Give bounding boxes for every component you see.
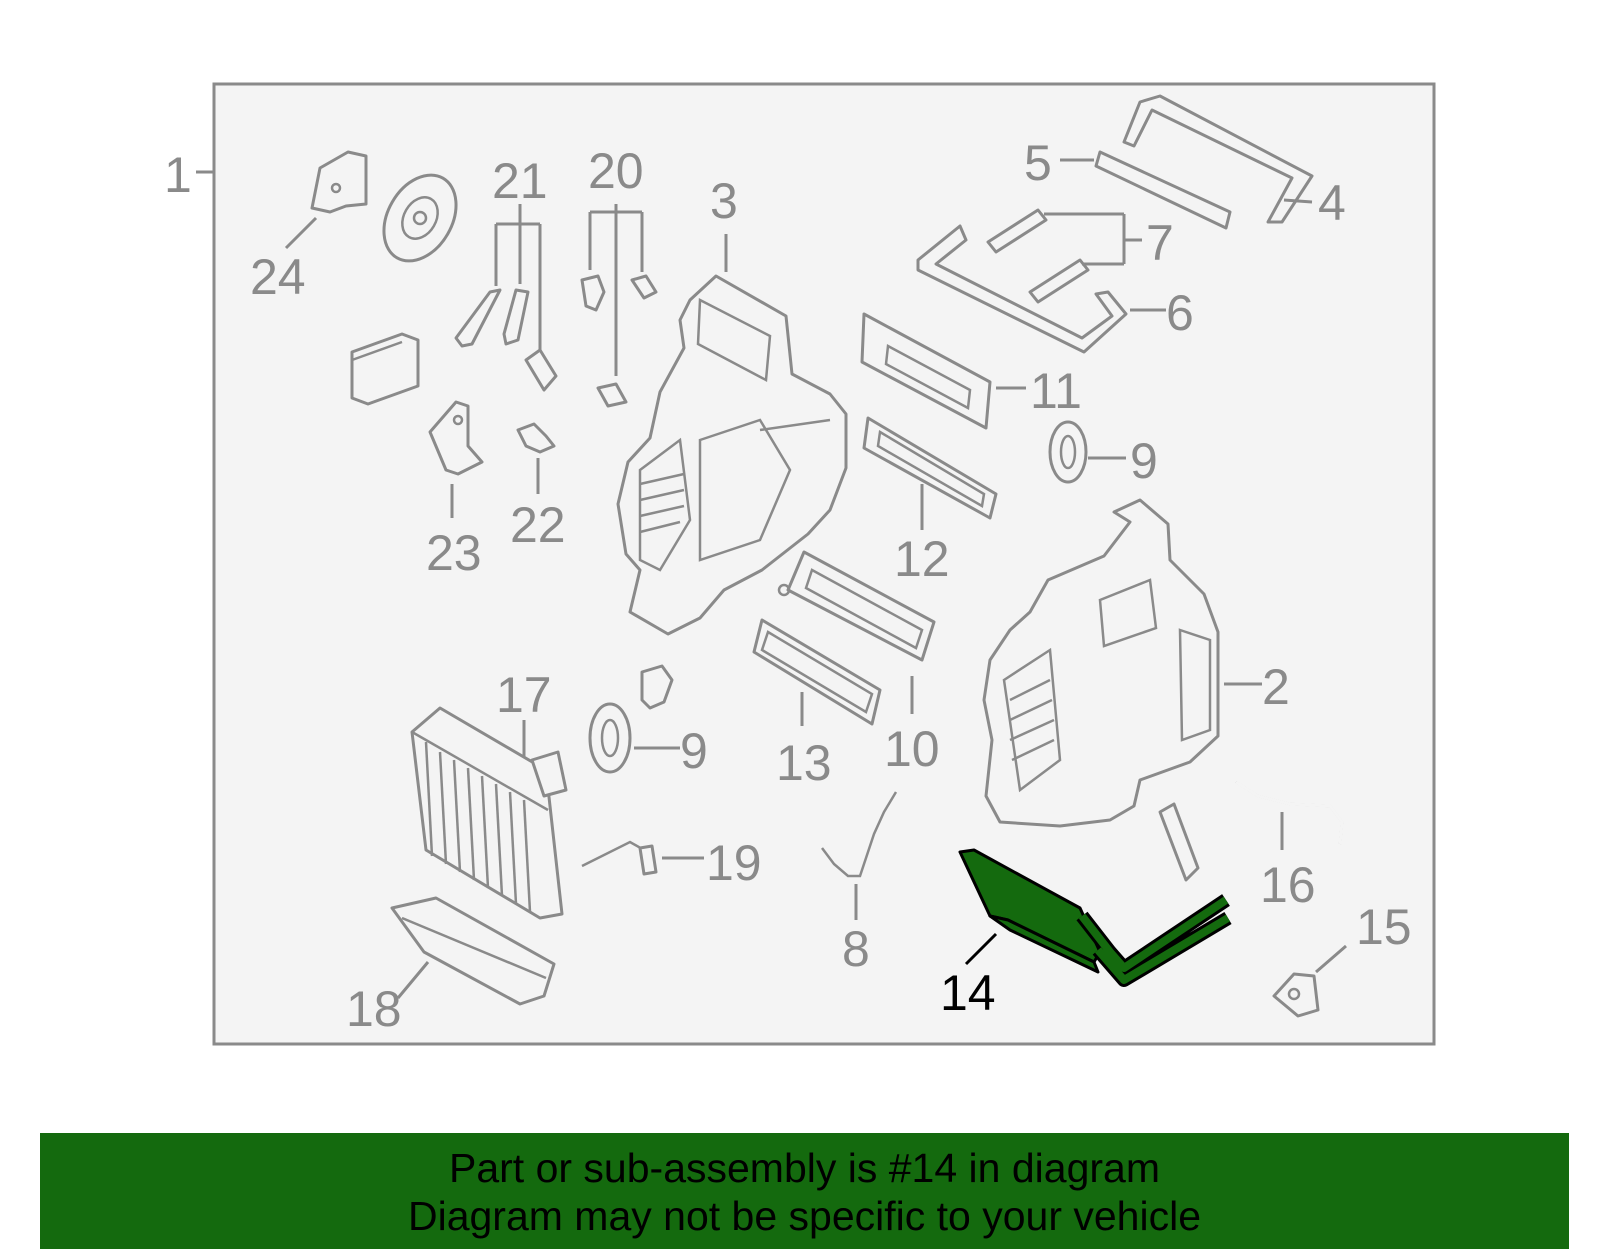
part-6 <box>916 224 1166 354</box>
info-banner: Part or sub-assembly is #14 in diagram D… <box>40 1133 1569 1249</box>
callout-7: 7 <box>1146 215 1174 271</box>
part-9-lower <box>588 702 680 774</box>
part-15 <box>1272 944 1347 1018</box>
part-14-heater-core <box>958 848 1232 987</box>
part-small-clip <box>640 664 674 710</box>
callout-5: 5 <box>1024 135 1052 191</box>
banner-line-2: Diagram may not be specific to your vehi… <box>407 1193 1201 1239</box>
part-10 <box>777 550 936 714</box>
callout-2: 2 <box>1262 659 1290 715</box>
callout-19: 19 <box>706 835 762 891</box>
part-11 <box>860 312 1026 430</box>
callout-1: 1 <box>164 147 192 203</box>
banner-line-1: Part or sub-assembly is #14 in diagram <box>449 1145 1160 1191</box>
callout-3: 3 <box>710 173 738 229</box>
callout-24: 24 <box>250 249 306 305</box>
callout-18: 18 <box>346 981 402 1037</box>
callout-23: 23 <box>426 525 482 581</box>
part-12 <box>862 416 998 530</box>
callout-16: 16 <box>1260 857 1316 913</box>
callout-9-upper: 9 <box>1130 433 1158 489</box>
callout-6: 6 <box>1166 285 1194 341</box>
callout-11: 11 <box>1030 363 1082 419</box>
part-13 <box>752 618 882 726</box>
callout-4: 4 <box>1318 175 1346 231</box>
part-3 <box>616 234 848 636</box>
part-16 <box>1235 780 1344 850</box>
part-8 <box>821 791 898 920</box>
callout-15: 15 <box>1356 899 1412 955</box>
callout-9-lower: 9 <box>680 723 708 779</box>
callout-12: 12 <box>894 531 950 587</box>
part-duct-strip <box>1158 802 1200 882</box>
part-9-upper <box>1048 420 1126 484</box>
callout-21: 21 <box>492 153 548 209</box>
part-21 <box>454 204 558 392</box>
part-actuator <box>350 332 420 406</box>
part-22 <box>516 422 556 494</box>
part-17 <box>410 706 568 920</box>
part-motor-round <box>382 173 458 263</box>
callout-20: 20 <box>588 143 644 199</box>
part-20 <box>580 204 658 408</box>
callout-8: 8 <box>842 921 870 977</box>
part-24 <box>284 150 368 250</box>
callout-17: 17 <box>496 667 552 723</box>
part-7 <box>986 208 1142 304</box>
callout-10: 10 <box>884 721 940 777</box>
callout-13: 13 <box>776 735 832 791</box>
callout-14: 14 <box>940 965 996 1021</box>
part-2 <box>982 498 1262 828</box>
part-5 <box>1060 150 1232 230</box>
part-4 <box>1122 94 1314 224</box>
part-18 <box>390 896 556 1006</box>
part-19 <box>581 840 704 876</box>
callout-22: 22 <box>510 497 566 553</box>
part-23 <box>428 400 484 518</box>
